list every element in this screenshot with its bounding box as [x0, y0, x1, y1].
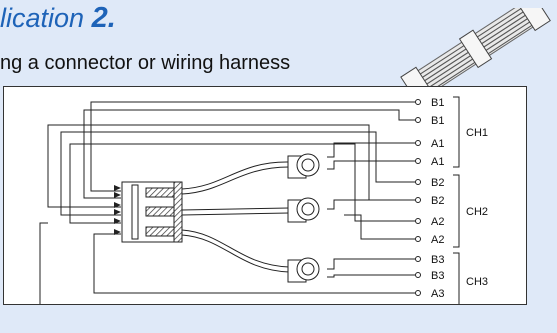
terminal-b2-top: B2: [431, 177, 444, 189]
wiring-diagram-panel: B1 B1 A1 A1 B2 B2 A2 A2 B3 B3 A3 A3 CH1 …: [3, 86, 527, 305]
terminal-b3-bottom: B3: [431, 270, 444, 282]
wiring-lines: [39, 101, 415, 304]
connector-arrows: [114, 185, 121, 235]
terminal-a3-top: A3: [431, 288, 444, 300]
terminal-a2-bottom: A2: [431, 234, 444, 246]
ribbon-cable-icon: [400, 8, 551, 88]
terminal-circles: [415, 99, 421, 296]
title-text: lication: [0, 3, 85, 33]
title-number: 2.: [91, 2, 116, 34]
subtitle: ng a connector or wiring harness: [0, 52, 291, 74]
channel-ch1-label: CH1: [466, 127, 488, 139]
terminal-b2-bottom: B2: [431, 195, 444, 207]
sensor-cables: [181, 161, 290, 273]
terminal-b1-top: B1: [431, 97, 444, 109]
terminal-b3-top: B3: [431, 254, 444, 266]
terminal-a1-bottom: A1: [431, 156, 444, 168]
sensor-symbol-icon: [287, 153, 320, 283]
application-title: lication 2.: [0, 0, 116, 36]
channel-brackets: [453, 96, 460, 304]
terminal-b1-bottom: B1: [431, 115, 444, 127]
terminal-a1-top: A1: [431, 138, 444, 150]
wiring-diagram: B1 B1 A1 A1 B2 B2 A2 A2 B3 B3 A3 A3 CH1 …: [39, 96, 488, 304]
terminal-a2-top: A2: [431, 216, 444, 228]
connector-icon: [121, 181, 183, 243]
channel-ch2-label: CH2: [466, 206, 488, 218]
channel-ch3-label: CH3: [466, 276, 488, 288]
